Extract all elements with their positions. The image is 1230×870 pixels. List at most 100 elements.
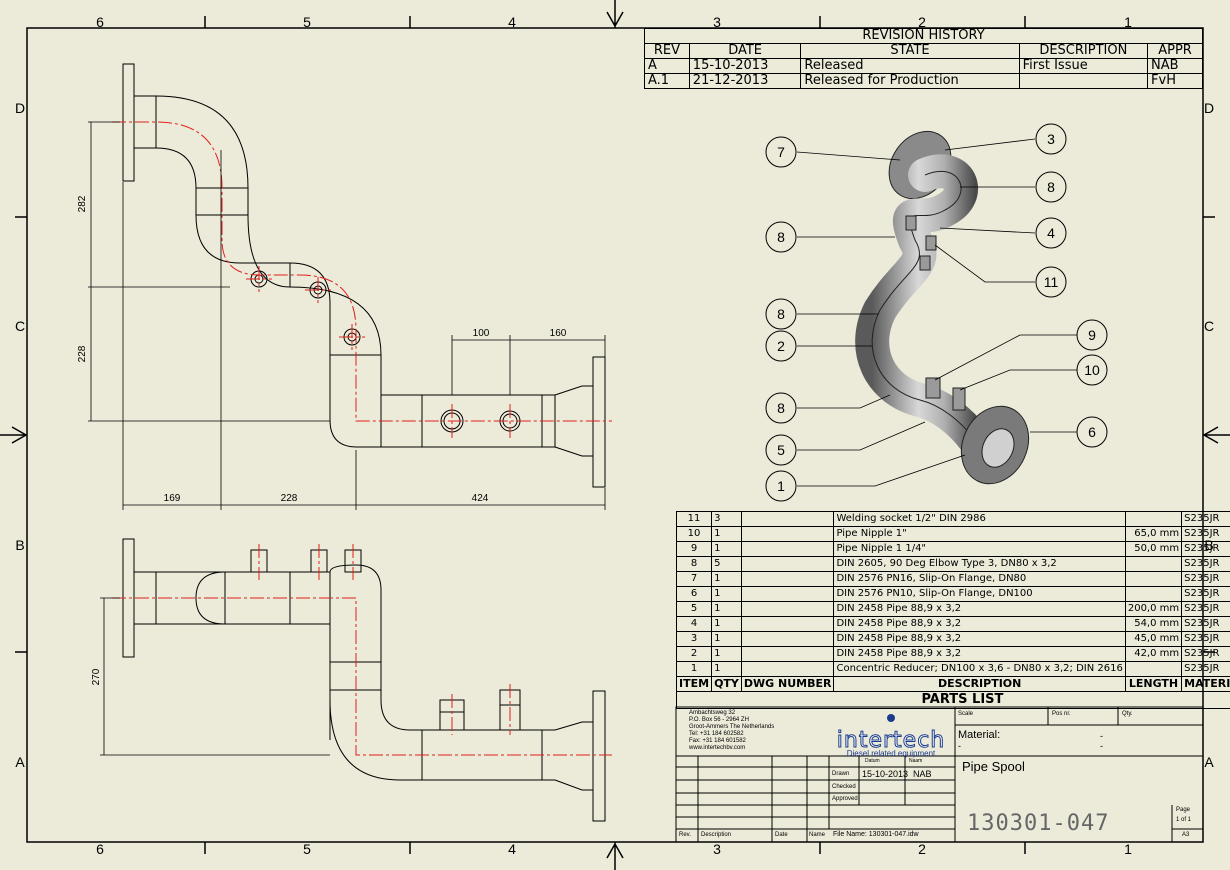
address-line: Ambachtsweg 32 (689, 710, 736, 716)
item-cell: 4 (675, 616, 713, 632)
qty-cell: 1 (711, 571, 742, 587)
zone-col-3-bottom: 3 (713, 841, 721, 857)
front-dimensions (88, 121, 606, 510)
zone-row-b-left: B (15, 537, 24, 553)
rev-cell: A (644, 58, 690, 74)
zone-row-c-right: C (1204, 318, 1214, 334)
qty-cell: 1 (711, 616, 742, 632)
page-label: Page (1176, 807, 1191, 813)
date-header: DATE (688, 43, 802, 59)
description-cell: DIN 2576 PN10, Slip-On Flange, DN100 (833, 586, 1126, 602)
dwg-number-cell (740, 526, 835, 542)
item-cell: 5 (675, 601, 713, 617)
length-cell: 42,0 mm (1124, 646, 1183, 662)
item-cell: 7 (675, 571, 713, 587)
item-cell: 11 (675, 511, 713, 527)
length-header: LENGTH (1124, 676, 1183, 692)
appr-header: APPR (1147, 43, 1203, 59)
drawing-title: Pipe Spool (962, 759, 1025, 774)
front-view (122, 63, 606, 488)
front-centerlines (112, 121, 612, 438)
length-cell (1124, 586, 1183, 602)
datum-label: Datum (865, 758, 880, 764)
qty-cell: 1 (711, 526, 742, 542)
balloon-8-c: 8 (777, 306, 785, 322)
revision-history-title: REVISION HISTORY (644, 28, 1203, 44)
dwg-number-header: DWG NUMBER (740, 676, 835, 692)
sheet-size: A3 (1182, 832, 1190, 838)
top-view (122, 538, 606, 822)
zone-col-6-top: 6 (96, 14, 104, 30)
description-header: DESCRIPTION (833, 676, 1126, 692)
zone-row-d-right: D (1204, 100, 1214, 116)
zone-col-5-top: 5 (303, 14, 311, 30)
material-cell: S235JR (1181, 586, 1230, 602)
dwg-number-cell (740, 616, 835, 632)
description-cell: DIN 2458 Pipe 88,9 x 3,2 (833, 616, 1126, 632)
parts-list-caption: PARTS LIST (676, 691, 1230, 709)
balloon-11: 11 (1044, 274, 1059, 290)
date-label: Date (775, 832, 788, 838)
description-cell: Concentric Reducer; DN100 x 3,6 - DN80 x… (833, 661, 1126, 677)
zone-row-d-left: D (15, 100, 25, 116)
description-cell (1018, 73, 1149, 89)
dwg-number-cell (740, 646, 835, 662)
qty-cell: 5 (711, 556, 742, 572)
description-label: Description (701, 832, 732, 838)
item-cell: 3 (675, 631, 713, 647)
zone-col-1-top: 1 (1124, 14, 1132, 30)
balloon-8-b: 8 (777, 229, 785, 245)
date-cell: 15-10-2013 (688, 58, 802, 74)
drawn-label: Drawn (832, 771, 850, 777)
material-header: MATERIAL (1181, 676, 1230, 692)
length-cell: 45,0 mm (1124, 631, 1183, 647)
isometric-view: 7 3 8 4 8 11 8 2 9 10 8 6 5 1 (765, 123, 1108, 502)
dim-228-vertical: 228 (77, 345, 88, 362)
address-line: Tel: +31 184 602582 (689, 731, 744, 737)
state-cell: Released (800, 58, 1020, 74)
revision-row: A 15-10-2013 Released First Issue NAB (644, 58, 1203, 74)
drawn-date: 15-10-2013 (862, 769, 909, 779)
item-cell: 2 (675, 646, 713, 662)
address-line: Fax: +31 184 601582 (689, 738, 746, 744)
length-cell: 54,0 mm (1124, 616, 1183, 632)
dwg-number-cell (740, 556, 835, 572)
zone-col-2-top: 2 (918, 14, 926, 30)
appr-cell: NAB (1147, 58, 1203, 74)
dwg-number-cell (740, 571, 835, 587)
drawing-number: 130301-047 (967, 811, 1110, 836)
company-address: Ambachtsweg 32 P.O. Box 56 - 2964 ZH Gro… (689, 710, 829, 752)
length-cell: 50,0 mm (1124, 541, 1183, 557)
address-line: P.O. Box 56 - 2964 ZH (689, 717, 749, 723)
balloon-5: 5 (777, 442, 785, 458)
qty-header: QTY (711, 676, 742, 692)
length-cell (1124, 661, 1183, 677)
zone-col-4-top: 4 (508, 14, 516, 30)
state-cell: Released for Production (800, 73, 1020, 89)
material-cell: S235JR (1181, 616, 1230, 632)
description-cell: Pipe Nipple 1 1/4" (833, 541, 1126, 557)
material-label: Material: (958, 729, 1001, 741)
pos-label: Pos nr. (1052, 711, 1071, 717)
description-cell: First Issue (1018, 58, 1149, 74)
address-line: Groot-Ammers The Netherlands (689, 724, 775, 730)
logo-text: intertech (836, 728, 946, 754)
length-cell (1124, 511, 1183, 527)
qty-cell: 3 (711, 511, 742, 527)
rev-label: Rev. (679, 832, 691, 838)
revision-history-table: REVISION HISTORY REV DATE STATE DESCRIPT… (644, 28, 1203, 89)
balloon-10: 10 (1084, 362, 1100, 378)
balloon-4: 4 (1047, 225, 1055, 241)
balloon-8-d: 8 (777, 400, 785, 416)
naam-label: Naam (909, 758, 923, 764)
dwg-number-cell (740, 661, 835, 677)
balloon-9: 9 (1088, 327, 1096, 343)
item-cell: 9 (675, 541, 713, 557)
material-cell: S235JR (1181, 571, 1230, 587)
